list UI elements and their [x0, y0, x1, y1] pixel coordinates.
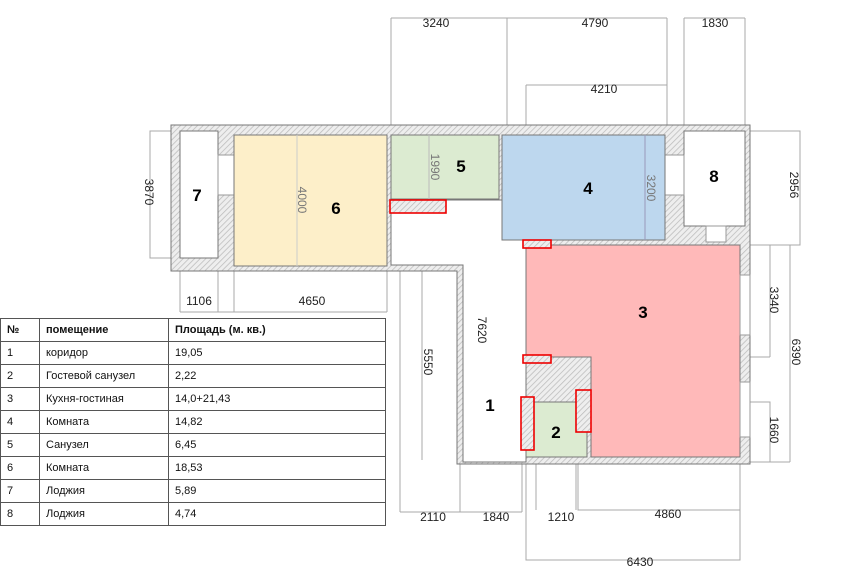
cell: 1 [0, 341, 40, 365]
dim-label: 4000 [295, 187, 309, 214]
col-room-header: помещение [39, 318, 169, 342]
cell: Комната [39, 456, 169, 480]
room-number-6: 6 [331, 199, 340, 218]
room-5-bathroom [390, 134, 500, 200]
dim-label: 6430 [627, 555, 654, 569]
cell: Санузел [39, 433, 169, 457]
door [705, 225, 727, 243]
cell: 3 [0, 387, 40, 411]
cell: 5,89 [168, 479, 386, 503]
cell: 6,45 [168, 433, 386, 457]
cell: 19,05 [168, 341, 386, 365]
dim-label: 4210 [591, 82, 618, 96]
cell: 4 [0, 410, 40, 434]
window [217, 154, 235, 196]
room-7-loggia [179, 130, 219, 259]
cell: 14,0+21,43 [168, 387, 386, 411]
room-number-3: 3 [638, 303, 647, 322]
room-number-2: 2 [551, 423, 560, 442]
dim-label: 4650 [299, 294, 326, 308]
room-number-5: 5 [456, 157, 465, 176]
dim-label: 4860 [655, 507, 682, 521]
cell: Кухня-гостиная [39, 387, 169, 411]
window [739, 274, 751, 336]
dim-label: 2110 [420, 510, 446, 524]
cell: 7 [0, 479, 40, 503]
cell: коридор [39, 341, 169, 365]
dim-label: 1106 [186, 294, 212, 308]
dim-label: 3340 [767, 287, 781, 314]
room-number-8: 8 [709, 167, 718, 186]
cell: 2,22 [168, 364, 386, 388]
cell: 2 [0, 364, 40, 388]
col-area-header: Площадь (м. кв.) [168, 318, 386, 342]
room-6-room [233, 134, 388, 267]
cell: 8 [0, 502, 40, 526]
dim-label: 1990 [428, 154, 442, 181]
dim-label: 3200 [644, 175, 658, 202]
room-number-1: 1 [485, 396, 494, 415]
cell: 18,53 [168, 456, 386, 480]
col-number-header: № [0, 318, 40, 342]
room-number-7: 7 [192, 186, 201, 205]
room-number-4: 4 [583, 179, 593, 198]
dim-label: 5550 [421, 349, 435, 376]
dim-label: 7620 [475, 317, 489, 344]
dim-label: 1210 [548, 510, 575, 524]
dim-label: 1660 [767, 417, 781, 444]
dim-label: 4790 [582, 16, 609, 30]
cell: 4,74 [168, 502, 386, 526]
table-header-row: № помещение Площадь (м. кв.) [0, 318, 386, 342]
cell: Лоджия [39, 479, 169, 503]
cell: Лоджия [39, 502, 169, 526]
dim-label: 6390 [789, 339, 803, 366]
room-4-room [501, 134, 666, 241]
dim-label: 2956 [787, 172, 801, 199]
window [739, 381, 751, 438]
highlighted-walls [389, 199, 592, 451]
dim-label: 3870 [142, 179, 156, 206]
dim-label: 3240 [423, 16, 450, 30]
cell: Гостевой санузел [39, 364, 169, 388]
dim-label: 1830 [702, 16, 729, 30]
dim-label: 1840 [483, 510, 510, 524]
cell: 14,82 [168, 410, 386, 434]
cell: 5 [0, 433, 40, 457]
window [664, 154, 685, 196]
cell: Комната [39, 410, 169, 434]
cell: 6 [0, 456, 40, 480]
